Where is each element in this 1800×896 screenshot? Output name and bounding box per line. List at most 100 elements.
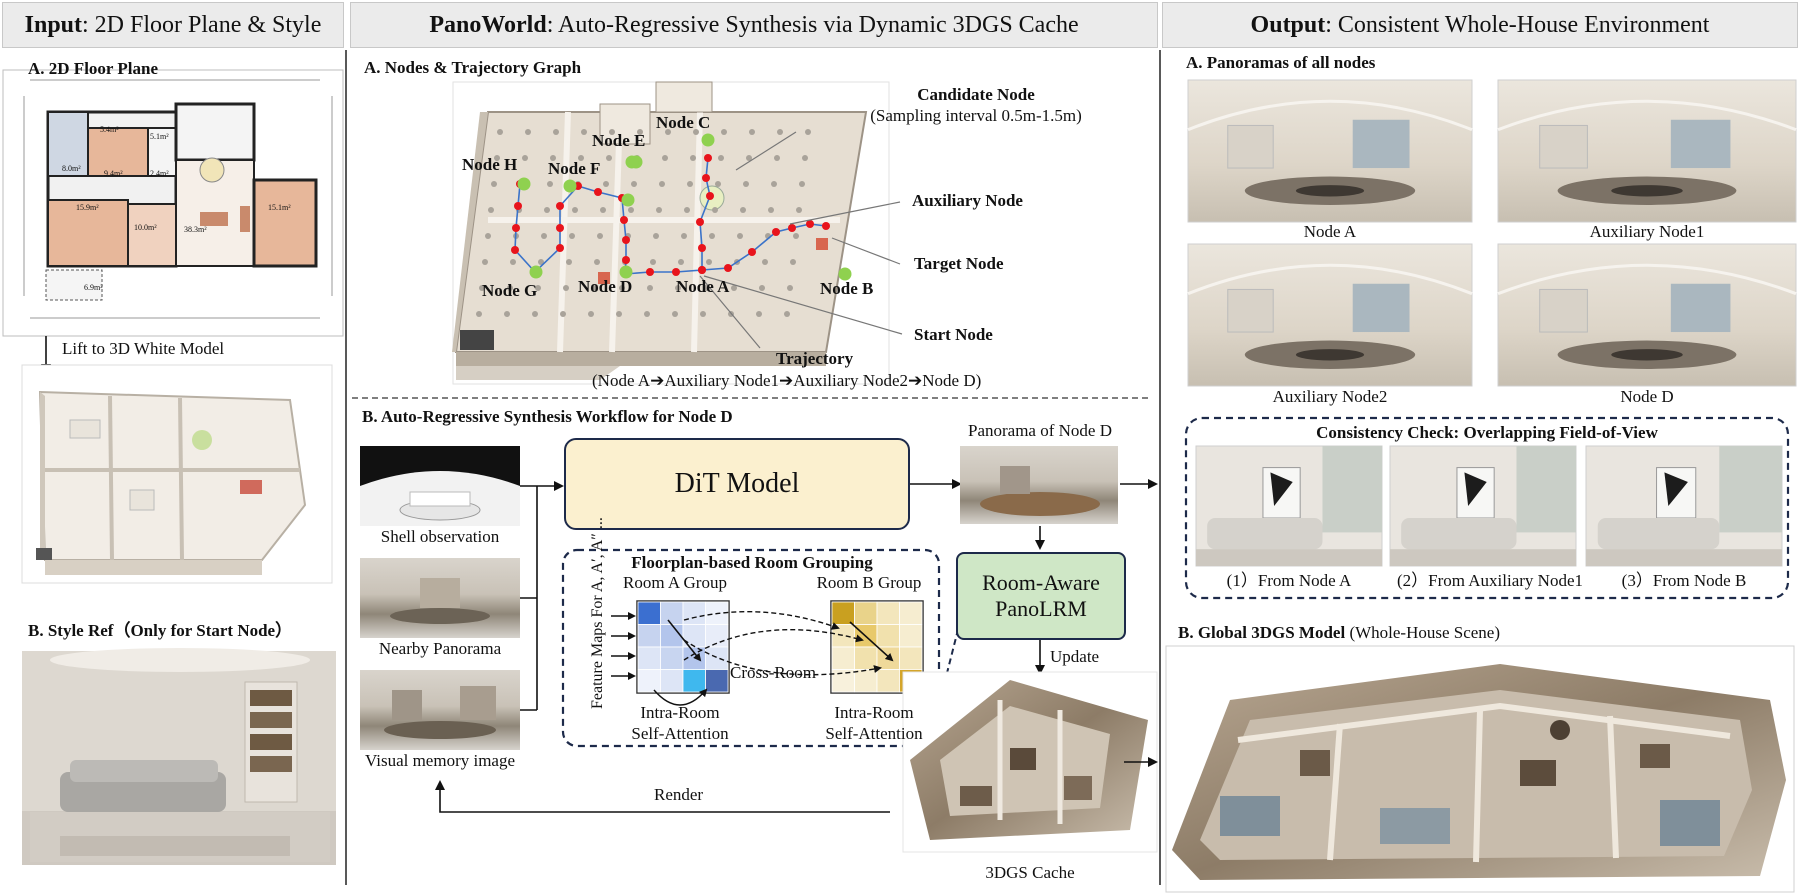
target-node-label: Target Node <box>914 254 1004 273</box>
candidate-dot <box>796 207 802 213</box>
consistency-title: Consistency Check: Overlapping Field-of-… <box>1316 423 1658 442</box>
candidate-dot <box>544 207 550 213</box>
graph-title: A. Nodes & Trajectory Graph <box>364 58 582 77</box>
trajectory-dot <box>514 202 522 210</box>
graph-node <box>838 267 852 281</box>
node-label-b: Node B <box>820 279 874 298</box>
candidate-dot <box>619 285 625 291</box>
candidate-dot <box>709 233 715 239</box>
start-node-label: Start Node <box>914 325 993 344</box>
candidate-dot <box>491 181 497 187</box>
candidate-dot <box>749 129 755 135</box>
room-a-group-label: Room A Group <box>623 573 727 592</box>
floorplan-title: A. 2D Floor Plane <box>28 59 159 78</box>
panorama-image <box>1497 79 1797 223</box>
candidate-dot <box>522 155 528 161</box>
candidate-dot <box>497 129 503 135</box>
intra-room-a-line2: Self-Attention <box>631 724 729 743</box>
matrix-cell <box>876 624 900 648</box>
consistency-views <box>1195 445 1783 567</box>
matrix-cell <box>637 601 661 625</box>
room-grouping-title: Floorplan-based Room Grouping <box>631 553 873 572</box>
matrix-cell <box>831 669 855 693</box>
view-label-2: (2）From Auxiliary Node1 <box>1396 571 1584 590</box>
candidate-dot <box>532 311 538 317</box>
trajectory-dot <box>748 248 756 256</box>
dit-model-block: DiT Model <box>564 438 910 530</box>
candidate-dot <box>659 181 665 187</box>
white-model-image <box>21 364 333 584</box>
candidate-dot <box>693 129 699 135</box>
matrix-cell <box>831 624 855 648</box>
candidate-dot <box>494 155 500 161</box>
fov-view-image <box>1585 445 1783 567</box>
intra-room-b-line1: Intra-Room <box>834 703 914 722</box>
trajectory-dot <box>620 216 628 224</box>
matrix-cell <box>876 669 900 693</box>
intra-arrow-diag-a <box>667 619 702 662</box>
panorama-node-d-image <box>960 446 1118 524</box>
candidate-dot <box>594 259 600 265</box>
candidate-dot <box>737 233 743 239</box>
candidate-dot <box>488 207 494 213</box>
view-label-1: (1）From Node A <box>1226 571 1352 590</box>
candidate-dot <box>771 181 777 187</box>
candidate-dot <box>510 259 516 265</box>
cross-room-label: Cross-Room <box>730 663 816 682</box>
candidate-dot <box>740 207 746 213</box>
auxiliary-node-label: Auxiliary Node <box>912 191 1023 210</box>
trajectory-dot <box>556 244 564 252</box>
candidate-dot <box>588 311 594 317</box>
candidate-dot <box>535 285 541 291</box>
room-grouping-box <box>561 548 941 748</box>
candidate-dot <box>665 129 671 135</box>
node-label-g: Node G <box>482 281 538 300</box>
matrix-cell <box>660 646 684 670</box>
candidate-dot <box>746 155 752 161</box>
trajectory-dot <box>698 266 706 274</box>
candidate-dot <box>644 311 650 317</box>
candidate-dot <box>650 259 656 265</box>
panorama-image <box>1497 243 1797 387</box>
fov-view-image <box>1195 445 1383 567</box>
candidate-dot <box>762 259 768 265</box>
candidate-dot <box>581 129 587 135</box>
matrix-cell <box>705 646 729 670</box>
candidate-dot <box>569 233 575 239</box>
candidate-dot <box>675 285 681 291</box>
candidate-dot <box>600 207 606 213</box>
candidate-dot <box>768 207 774 213</box>
style-ref-title: B. Style Ref（Only for Start Node） <box>28 621 293 640</box>
trajectory-dot <box>622 256 630 264</box>
node-label-e: Node E <box>592 131 646 150</box>
trajectory-dot <box>556 202 564 210</box>
candidate-dot <box>560 311 566 317</box>
matrix-cell <box>660 669 684 693</box>
candidate-dot <box>802 155 808 161</box>
graph-node <box>517 177 531 191</box>
3dgs-cache-label: 3DGS Cache <box>985 863 1075 882</box>
candidate-dot <box>777 129 783 135</box>
candidate-dot <box>784 311 790 317</box>
trajectory-dot <box>706 192 714 200</box>
candidate-dot <box>647 285 653 291</box>
floorplan-image <box>2 69 344 337</box>
visual-memory-image <box>360 670 520 750</box>
input-merge-lines <box>520 485 538 711</box>
trajectory-dot <box>788 224 796 232</box>
panolrm-line2: PanoLRM <box>995 596 1087 621</box>
matrix-cell <box>682 669 706 693</box>
node-label-d: Node D <box>578 277 633 296</box>
feature-maps-label: Feature Maps For A, A′, A″ ... <box>589 517 606 709</box>
room-area-label: 6.9m² <box>84 283 103 292</box>
fov-view-image <box>1389 445 1577 567</box>
trajectory-dot <box>704 154 712 162</box>
candidate-dot <box>721 129 727 135</box>
feature-map-arrows <box>611 612 636 680</box>
candidate-dot <box>687 181 693 187</box>
trajectory-dot <box>511 246 519 254</box>
matrix-cell <box>854 601 878 625</box>
candidate-dot <box>572 207 578 213</box>
view-label-3: (3）From Node B <box>1621 571 1747 590</box>
graph-node <box>619 265 633 279</box>
